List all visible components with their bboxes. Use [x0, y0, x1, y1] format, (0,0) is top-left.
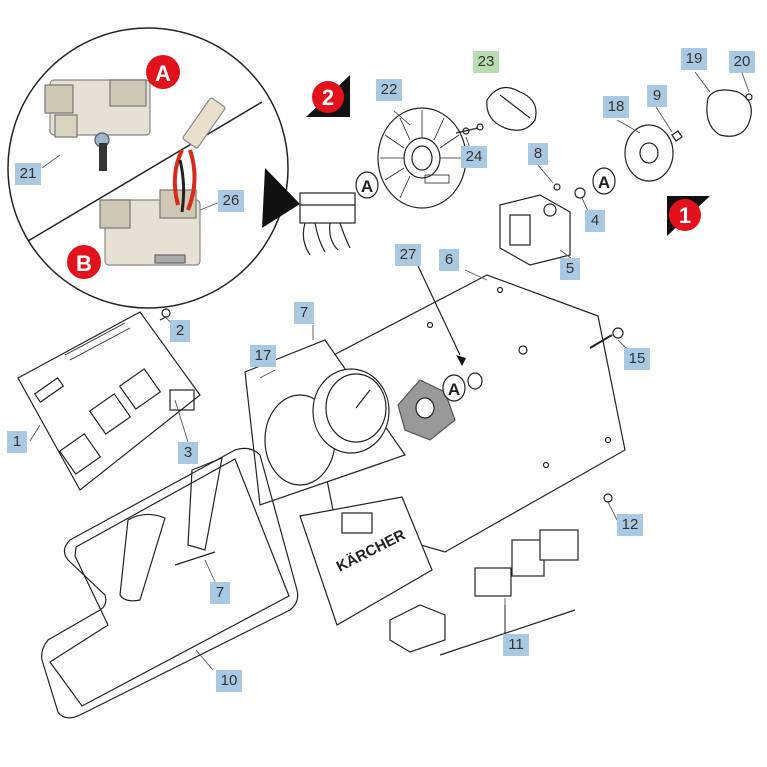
part-label-9[interactable]: 9 — [647, 85, 667, 107]
part-label-5[interactable]: 5 — [560, 258, 580, 280]
switch-b-photo — [99, 97, 226, 266]
badge-1: 1 — [667, 196, 710, 236]
part-label-2[interactable]: 2 — [170, 320, 190, 342]
switch-a-photo — [44, 79, 151, 171]
knob — [486, 86, 537, 131]
gasket-ring — [397, 379, 456, 441]
part-label-7b[interactable]: 7 — [210, 582, 230, 604]
part-label-15[interactable]: 15 — [624, 348, 650, 370]
badge-a-text: A — [155, 61, 171, 86]
knob-right — [706, 89, 753, 137]
circuit-board — [17, 311, 201, 491]
part-label-17[interactable]: 17 — [250, 345, 276, 367]
dial-disc — [377, 107, 467, 209]
part-label-11[interactable]: 11 — [503, 634, 529, 656]
badge-b: B — [67, 245, 101, 279]
part-label-4[interactable]: 4 — [585, 210, 605, 232]
lower-panel — [299, 496, 433, 626]
part-label-12[interactable]: 12 — [617, 514, 643, 536]
switch-small — [299, 192, 356, 256]
heating-loop — [41, 447, 299, 719]
part-label-19[interactable]: 19 — [681, 48, 707, 70]
marker-a-text-2: A — [598, 173, 610, 192]
part-label-21[interactable]: 21 — [15, 163, 41, 185]
marker-a-1 — [355, 171, 379, 199]
part-label-23[interactable]: 23 — [473, 51, 499, 73]
part-label-8[interactable]: 8 — [528, 143, 548, 165]
part-label-7a[interactable]: 7 — [294, 302, 314, 324]
part-label-1[interactable]: 1 — [7, 431, 27, 453]
part-label-20[interactable]: 20 — [729, 51, 755, 73]
marker-a-text-1: A — [361, 177, 373, 196]
inset-detail — [7, 27, 300, 309]
badge-a: A — [146, 55, 180, 89]
modules — [389, 529, 579, 653]
badge-2: 2 — [306, 75, 350, 117]
part-label-26[interactable]: 26 — [218, 190, 244, 212]
badge-2-text: 2 — [322, 85, 334, 110]
part-label-18[interactable]: 18 — [603, 96, 629, 118]
gauge — [244, 339, 406, 506]
badge-1-text: 1 — [679, 203, 691, 228]
bracket — [119, 457, 223, 602]
part-label-22[interactable]: 22 — [376, 79, 402, 101]
part-label-24[interactable]: 24 — [461, 146, 487, 168]
part-label-3[interactable]: 3 — [178, 442, 198, 464]
marker-a-text-3: A — [448, 380, 460, 399]
part-label-10[interactable]: 10 — [216, 670, 242, 692]
switch-block — [499, 194, 571, 266]
bezel-ring — [624, 124, 674, 182]
badge-b-text: B — [76, 251, 92, 276]
part-label-6[interactable]: 6 — [439, 249, 459, 271]
part-label-27[interactable]: 27 — [395, 244, 421, 266]
